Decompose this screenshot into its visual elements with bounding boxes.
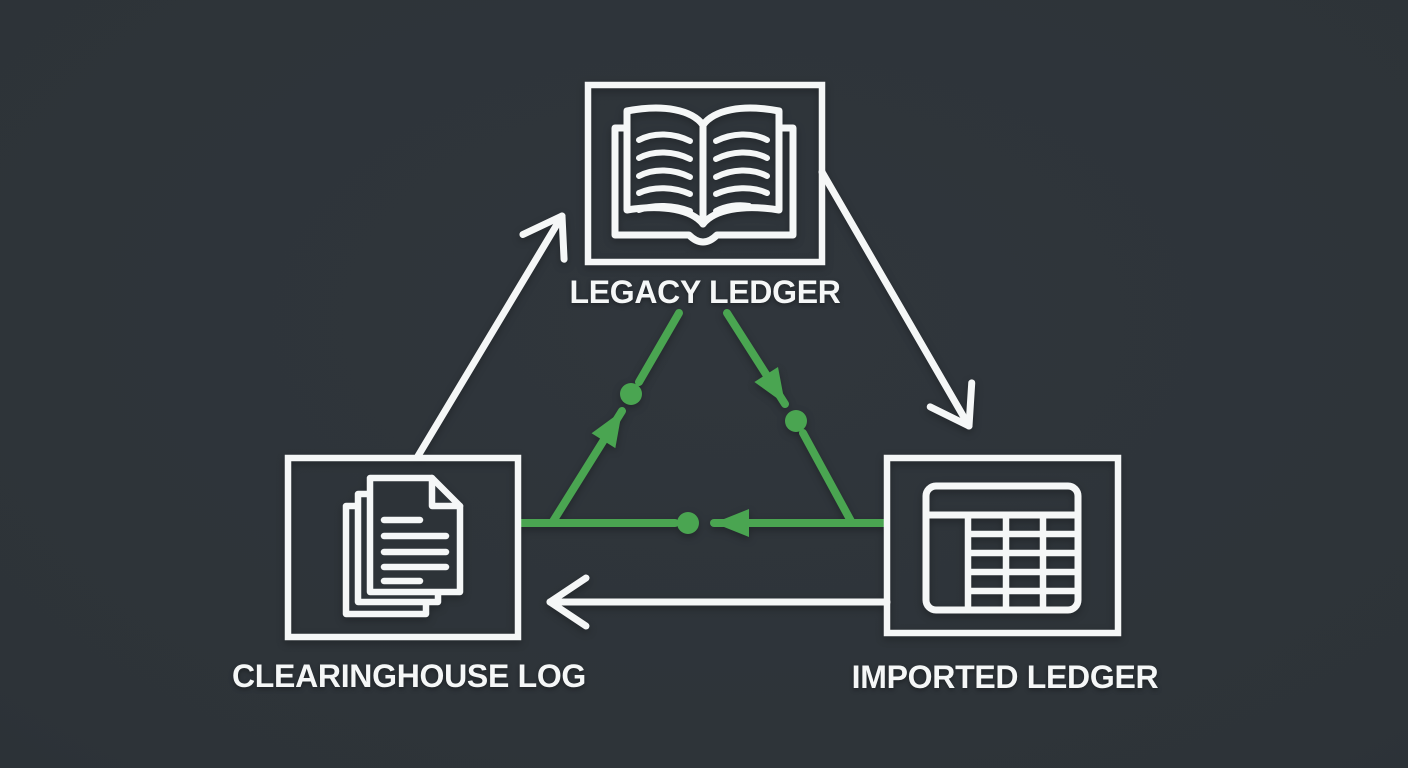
green-edge-legacy-to-imported xyxy=(723,309,789,408)
legacy-ledger-box xyxy=(584,81,826,266)
node-boxes xyxy=(284,81,1122,641)
green-edge-clearinghouse-to-legacy xyxy=(548,407,626,527)
spreadsheet-table-icon xyxy=(922,482,1082,614)
clearinghouse-log-box xyxy=(284,454,522,641)
open-book-icon xyxy=(611,104,797,246)
imported-ledger-label: IMPORTED LEDGER xyxy=(851,659,1159,695)
book-text-lines xyxy=(636,131,770,214)
green-edge-left-upper-segment xyxy=(635,309,683,386)
green-dot-right-edge xyxy=(785,410,807,432)
clearinghouse-log-label: CLEARINGHOUSE LOG xyxy=(231,658,587,694)
document-text-lines xyxy=(380,516,450,585)
legacy-ledger-label: LEGACY LEDGER xyxy=(569,274,841,310)
green-cycle xyxy=(515,309,890,537)
stacked-documents-icon xyxy=(342,474,464,618)
white-arrow-legacy-to-imported xyxy=(818,168,976,430)
white-arrow-clearinghouse-to-legacy xyxy=(414,212,568,460)
imported-ledger-box xyxy=(883,454,1122,637)
green-edge-right-lower-segment xyxy=(799,429,856,527)
green-dot-bottom-edge xyxy=(677,512,699,534)
green-dot-left-edge xyxy=(620,383,642,405)
white-arrows xyxy=(414,168,976,630)
